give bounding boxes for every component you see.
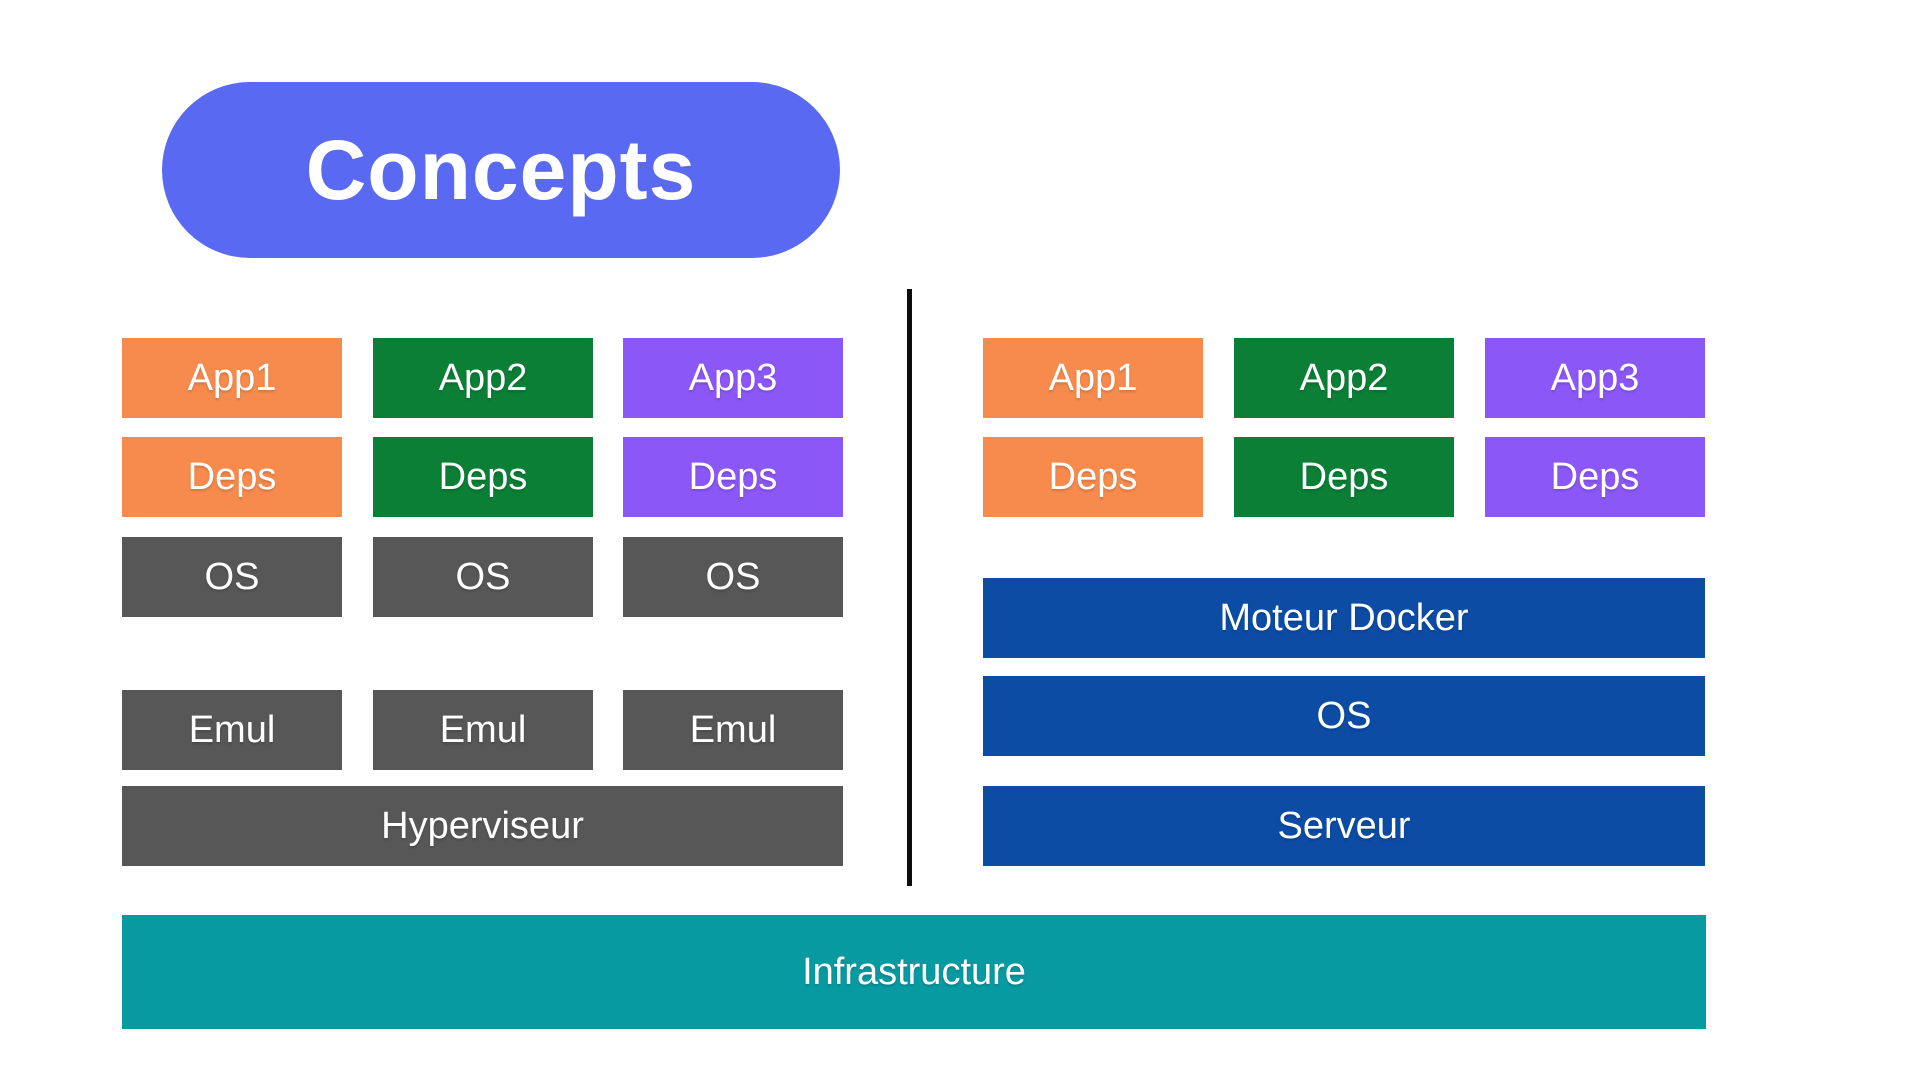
vm-os2-label: OS (455, 555, 511, 598)
vm-app1-label: App1 (187, 356, 277, 399)
docker-deps1-label: Deps (1048, 455, 1138, 498)
docker-app3-label: App3 (1550, 356, 1640, 399)
docker-deps2-label: Deps (1299, 455, 1389, 498)
infrastructure-label: Infrastructure (802, 950, 1026, 993)
vm-deps2-box: Deps (373, 437, 593, 517)
vm-emul2-box: Emul (373, 690, 593, 770)
vm-app2-label: App2 (438, 356, 528, 399)
docker-os-bar: OS (983, 676, 1705, 756)
docker-os-label: OS (1316, 694, 1372, 737)
docker-app2-box: App2 (1234, 338, 1454, 418)
docker-engine-bar: Moteur Docker (983, 578, 1705, 658)
vm-os1-box: OS (122, 537, 342, 617)
docker-app1-box: App1 (983, 338, 1203, 418)
vm-emul3-box: Emul (623, 690, 843, 770)
docker-deps3-box: Deps (1485, 437, 1705, 517)
vm-emul1-box: Emul (122, 690, 342, 770)
server-label: Serveur (1277, 804, 1411, 847)
docker-engine-label: Moteur Docker (1219, 596, 1469, 639)
docker-deps3-label: Deps (1550, 455, 1640, 498)
server-bar: Serveur (983, 786, 1705, 866)
title-pill: Concepts (162, 82, 840, 258)
vm-deps1-box: Deps (122, 437, 342, 517)
hypervisor-bar: Hyperviseur (122, 786, 843, 866)
vm-emul2-label: Emul (439, 708, 527, 751)
vm-emul3-label: Emul (689, 708, 777, 751)
vm-os3-box: OS (623, 537, 843, 617)
vm-app2-box: App2 (373, 338, 593, 418)
hypervisor-label: Hyperviseur (381, 804, 584, 847)
vm-os1-label: OS (204, 555, 260, 598)
vm-deps3-box: Deps (623, 437, 843, 517)
docker-deps2-box: Deps (1234, 437, 1454, 517)
page-title: Concepts (305, 122, 697, 217)
vm-deps1-label: Deps (187, 455, 277, 498)
infrastructure-bar: Infrastructure (122, 915, 1706, 1029)
section-divider-line (907, 289, 912, 886)
docker-deps1-box: Deps (983, 437, 1203, 517)
docker-app2-label: App2 (1299, 356, 1389, 399)
vm-os3-label: OS (705, 555, 761, 598)
vm-emul1-label: Emul (188, 708, 276, 751)
vm-app3-box: App3 (623, 338, 843, 418)
vm-app1-box: App1 (122, 338, 342, 418)
vm-app3-label: App3 (688, 356, 778, 399)
docker-app3-box: App3 (1485, 338, 1705, 418)
docker-app1-label: App1 (1048, 356, 1138, 399)
vm-os2-box: OS (373, 537, 593, 617)
vm-deps3-label: Deps (688, 455, 778, 498)
vm-deps2-label: Deps (438, 455, 528, 498)
